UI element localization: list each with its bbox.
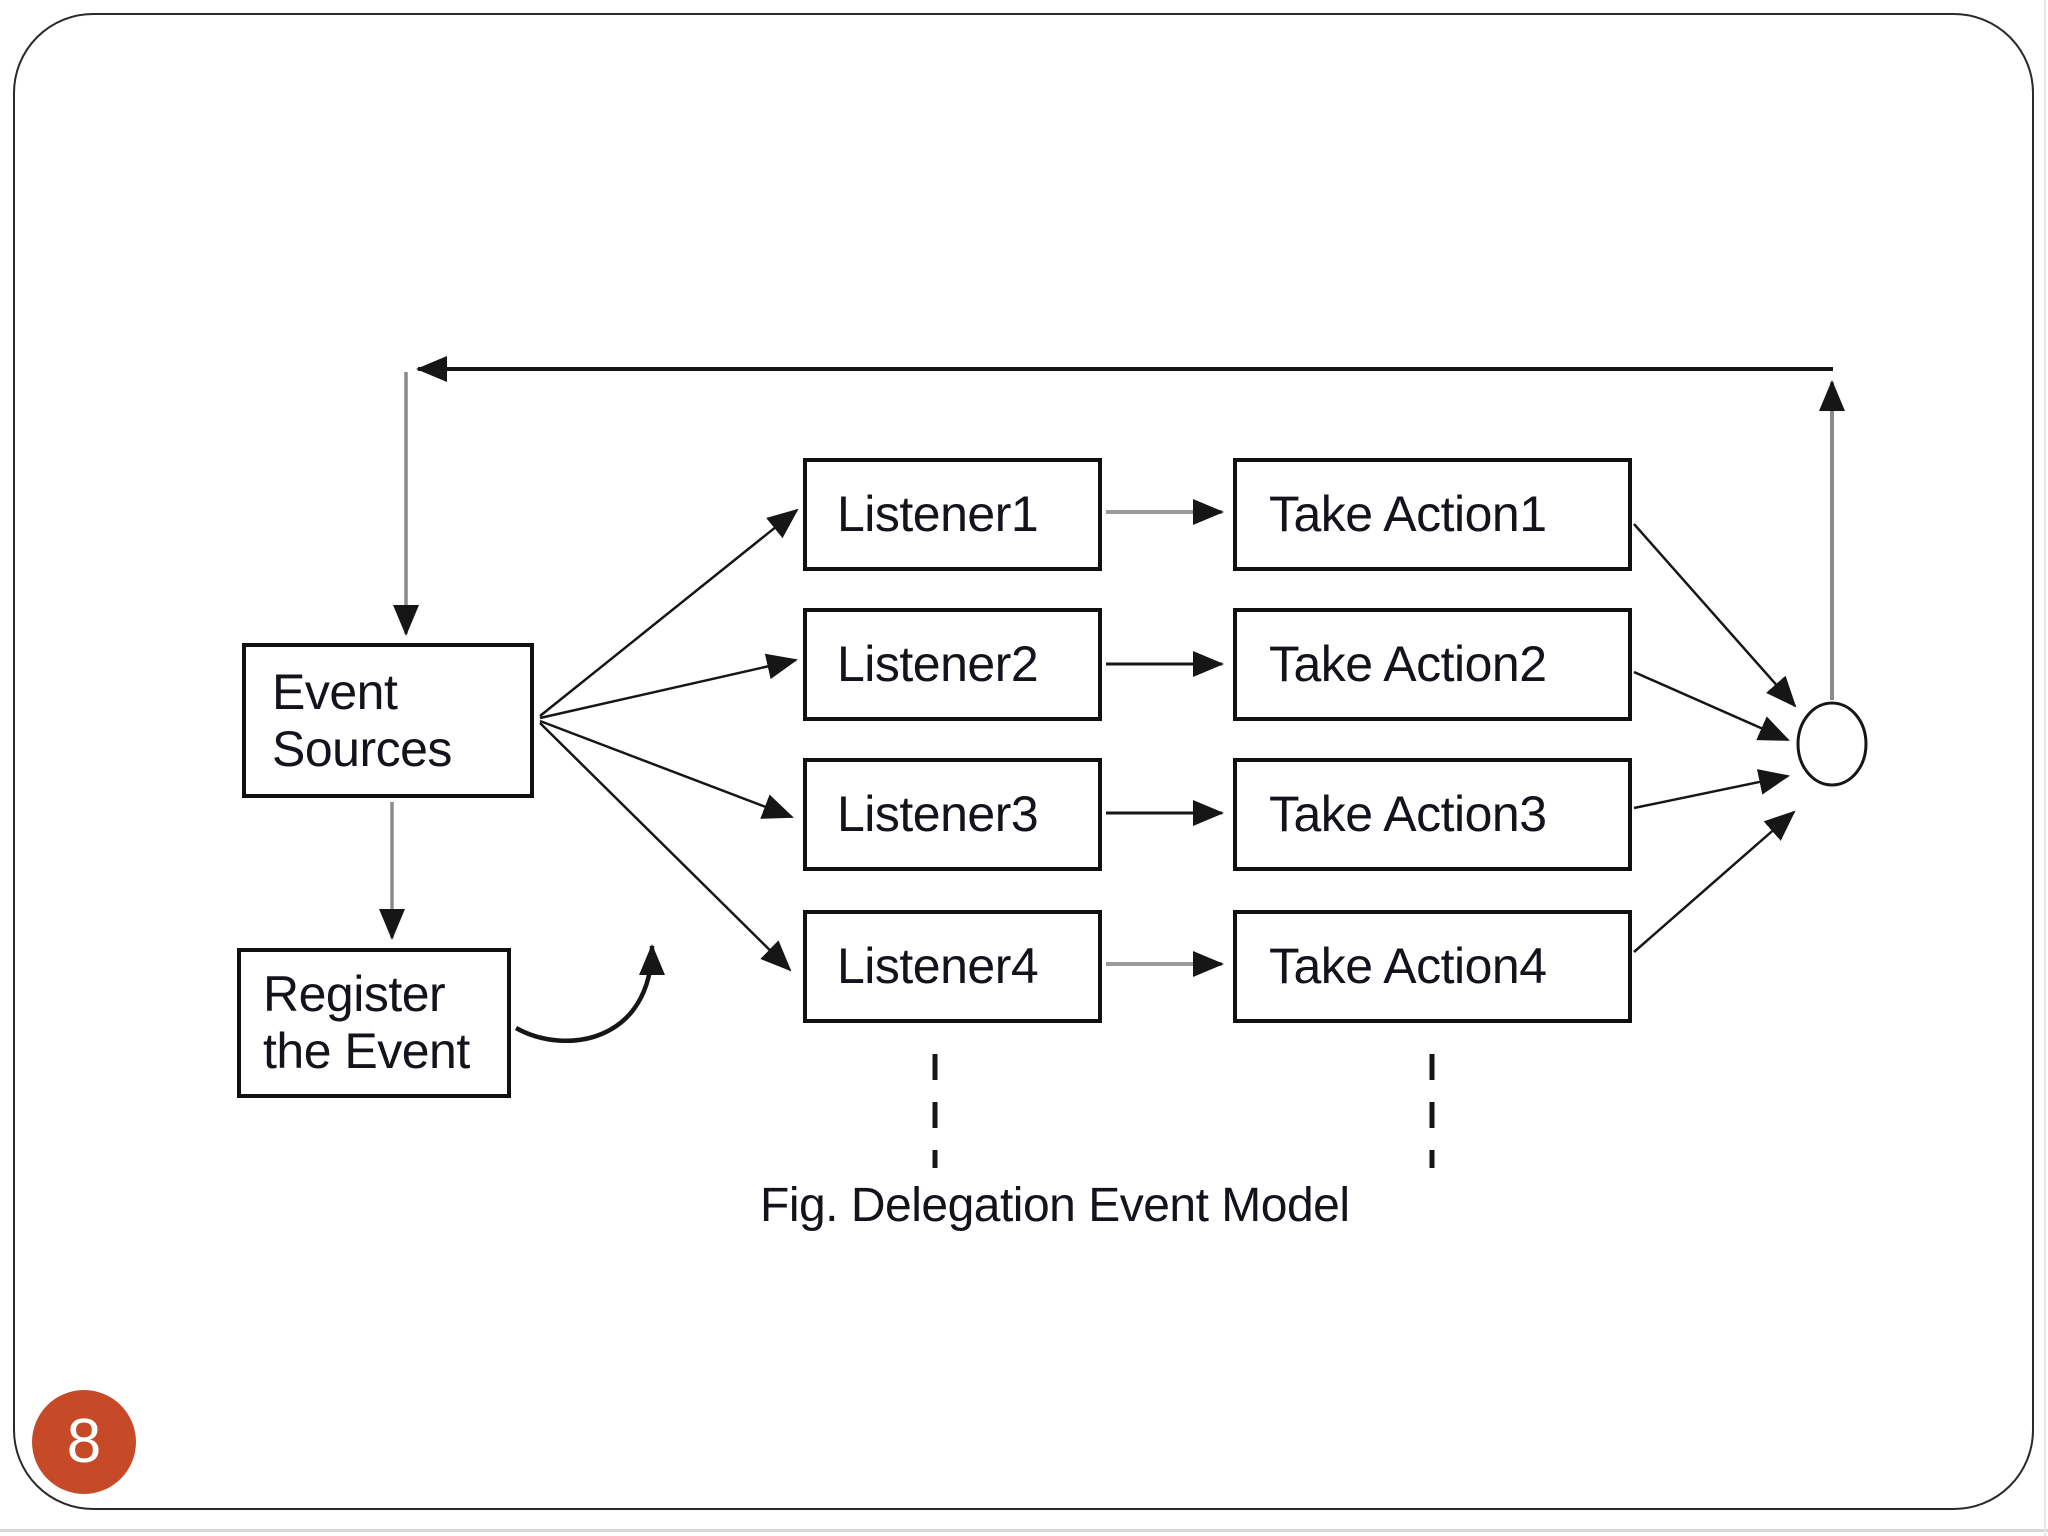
register-event-label-line1: Register bbox=[263, 966, 446, 1022]
connector-sources-to-listener3 bbox=[539, 719, 794, 819]
connector-action1-to-node bbox=[1633, 523, 1797, 708]
take-action1-label: Take Action1 bbox=[1269, 486, 1547, 542]
listener2-label: Listener2 bbox=[837, 636, 1039, 692]
listener4-label: Listener4 bbox=[837, 938, 1039, 994]
connector-action2-to-node bbox=[1633, 670, 1790, 742]
register-event-box: Register the Event bbox=[237, 948, 511, 1098]
event-sources-label-line2: Sources bbox=[272, 720, 452, 777]
take-action2-label: Take Action2 bbox=[1269, 636, 1547, 692]
connector-sources-to-listener4 bbox=[539, 722, 792, 972]
listener1-label: Listener1 bbox=[837, 486, 1039, 542]
take-action1-box: Take Action1 bbox=[1233, 458, 1632, 571]
listener3-box: Listener3 bbox=[803, 758, 1102, 871]
connector-sources-to-listener2 bbox=[539, 653, 798, 720]
screen-right-edge bbox=[2044, 0, 2046, 1536]
event-sources-label-line1: Event bbox=[272, 663, 398, 720]
listener2-box: Listener2 bbox=[803, 608, 1102, 721]
take-action3-box: Take Action3 bbox=[1233, 758, 1632, 871]
figure-caption: Fig. Delegation Event Model bbox=[760, 1179, 1350, 1232]
connector-action4-to-node bbox=[1633, 810, 1796, 953]
listener4-box: Listener4 bbox=[803, 910, 1102, 1023]
connector-register-curved-arrow bbox=[514, 944, 665, 1043]
register-event-label-line2: the Event bbox=[263, 1023, 470, 1079]
take-action2-box: Take Action2 bbox=[1233, 608, 1632, 721]
event-sink-node bbox=[1796, 701, 1868, 787]
page-number-badge: 8 bbox=[32, 1390, 136, 1494]
page-number: 8 bbox=[66, 1407, 102, 1476]
listener1-box: Listener1 bbox=[803, 458, 1102, 571]
connector-action3-to-node bbox=[1633, 769, 1790, 810]
event-sources-box: Event Sources bbox=[242, 643, 534, 798]
connector-sources-to-listener1 bbox=[539, 508, 799, 717]
take-action4-label: Take Action4 bbox=[1269, 938, 1547, 994]
take-action3-label: Take Action3 bbox=[1269, 786, 1547, 842]
screen-bottom-edge bbox=[0, 1529, 2048, 1532]
take-action4-box: Take Action4 bbox=[1233, 910, 1632, 1023]
listener3-label: Listener3 bbox=[837, 786, 1039, 842]
slide-border bbox=[13, 13, 2034, 1510]
